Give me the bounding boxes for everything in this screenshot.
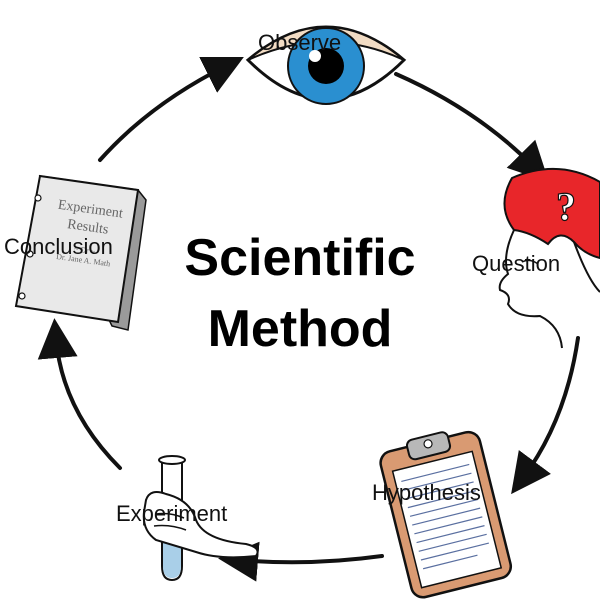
arrow-hypothesis-to-experiment (218, 541, 384, 582)
arrow-observe-to-question (394, 72, 550, 183)
report-author-line: ~ Dr ~ (74, 244, 97, 256)
cycle-arrows (37, 57, 580, 582)
step-label-conclusion: Conclusion (4, 234, 113, 259)
arrow-question-to-hypothesis (511, 336, 580, 495)
step-label-observe: Observe (258, 30, 342, 55)
arrow-conclusion-to-observe (98, 57, 244, 162)
thinking-head-icon: ? (498, 168, 600, 349)
report-title-line2: Results (66, 217, 109, 238)
diagram-title-line1: Scientific (184, 229, 416, 287)
diagram-title-line2: Method (207, 300, 393, 358)
test-tube-icon (142, 455, 259, 582)
eye-icon (245, 25, 407, 105)
arrow-experiment-to-conclusion (37, 318, 122, 470)
report-document-icon: Experiment Results ~ Dr ~ Dr. Jane A. Ma… (14, 174, 147, 331)
step-label-experiment: Experiment (116, 501, 228, 526)
step-label-question: Question (472, 251, 561, 276)
step-label-hypothesis: Hypothesis (372, 480, 481, 505)
question-mark: ? (556, 184, 576, 229)
clipboard-icon (379, 430, 513, 599)
